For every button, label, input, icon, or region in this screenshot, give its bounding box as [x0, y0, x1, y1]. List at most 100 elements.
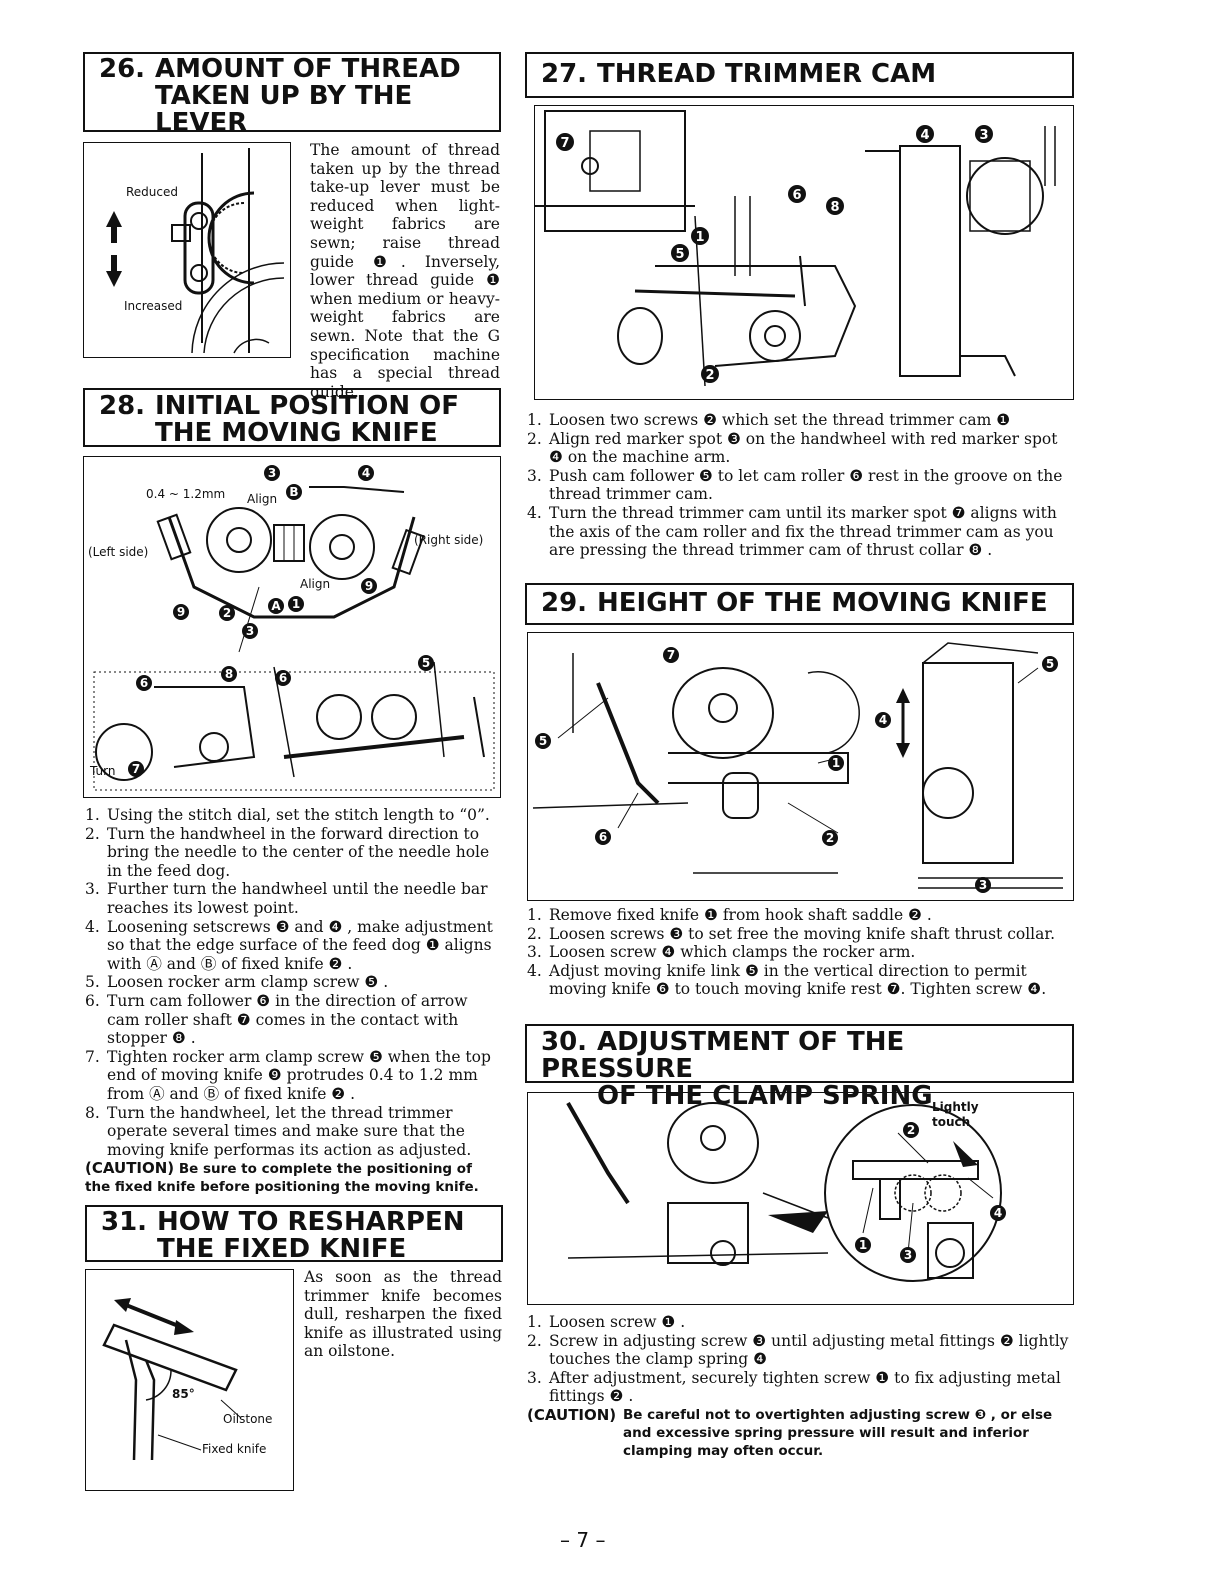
- section-number: 27.: [541, 59, 588, 89]
- step-item: 7.Tighten rocker arm clamp screw ❺ when …: [85, 1047, 491, 1103]
- thread-guide-figure: Reduced Increased: [83, 142, 291, 358]
- section-30-steps: 1.Loosen screw ❶ . 2.Screw in adjusting …: [527, 1313, 1072, 1460]
- caution-text: Be sure to complete the positioning of t…: [85, 1161, 479, 1196]
- section-number: 30.: [541, 1027, 588, 1057]
- svg-text:1: 1: [292, 597, 300, 611]
- thread-trimmer-cam-illustration: 7 4 3 6 8 1 5 2: [535, 110, 1056, 387]
- svg-text:1: 1: [832, 756, 840, 770]
- step-item: 1.Loosen screw ❶ .: [527, 1313, 686, 1331]
- section-number: 31.: [101, 1207, 148, 1237]
- left-side-label: (Left side): [88, 545, 149, 559]
- heading-line: THE MOVING KNIFE: [155, 418, 438, 448]
- svg-text:7: 7: [667, 648, 675, 662]
- svg-text:3: 3: [268, 466, 276, 480]
- moving-knife-height-figure: 7 5 4 5 1 6 2 3: [527, 632, 1074, 901]
- resharpen-figure: 85° Oilstone Fixed knife: [85, 1269, 294, 1491]
- section-26-body: The amount of thread taken up by the thr…: [310, 141, 500, 401]
- section-number: 29.: [541, 588, 588, 618]
- caution-text: Be careful not to overtighten adjusting …: [623, 1406, 1053, 1459]
- page-number: – 7 –: [560, 1528, 606, 1552]
- turn-label: Turn: [90, 764, 116, 778]
- svg-text:8: 8: [830, 200, 839, 215]
- svg-text:4: 4: [879, 713, 887, 727]
- heading-line: OF THE CLAMP SPRING: [597, 1081, 933, 1111]
- section-28-heading: 28. INITIAL POSITION OF THE MOVING KNIFE: [83, 388, 501, 447]
- step-item: 3.Loosen screw ❹ which clamps the rocker…: [527, 943, 916, 962]
- svg-text:5: 5: [1046, 657, 1054, 671]
- section-27-heading: 27. THREAD TRIMMER CAM: [525, 52, 1074, 98]
- svg-text:5: 5: [675, 247, 684, 262]
- section-number: 28.: [99, 391, 146, 421]
- range-label: 0.4 ~ 1.2mm: [146, 487, 226, 501]
- svg-text:2: 2: [705, 368, 714, 383]
- moving-knife-height-illustration: 7 5 4 5 1 6 2 3: [532, 642, 1063, 893]
- heading-line: THE FIXED KNIFE: [157, 1234, 407, 1264]
- heading-line: HOW TO RESHARPEN: [157, 1207, 465, 1237]
- section-31-body: As soon as the thread trimmer knife beco…: [304, 1268, 502, 1361]
- align-label: Align: [300, 577, 331, 591]
- step-item: 2.Screw in adjusting screw ❸ until adjus…: [527, 1331, 1069, 1369]
- heading-line: TAKEN UP BY THE: [155, 81, 413, 111]
- step-item: 1.Loosen two screws ❷ which set the thre…: [527, 411, 1011, 429]
- fixed-knife-label: Fixed knife: [202, 1442, 267, 1456]
- svg-text:6: 6: [279, 671, 287, 685]
- step-item: 4.Adjust moving knife link ❺ in the vert…: [527, 961, 1047, 999]
- svg-text:4: 4: [362, 466, 370, 480]
- heading-line: THREAD TRIMMER CAM: [597, 59, 937, 89]
- svg-text:7: 7: [132, 762, 140, 776]
- caution-label: (CAUTION): [85, 1159, 175, 1178]
- moving-knife-position-illustration: 3 4 B 9 9 2 A 1 3 8 6 6 5 7: [93, 465, 495, 791]
- svg-text:1: 1: [695, 230, 704, 245]
- clamp-spring-illustration: 2 4 1 3: [566, 1102, 1006, 1282]
- increased-label: Increased: [124, 299, 183, 313]
- step-item: 4.Loosening setscrews ❸ and ❹ , make adj…: [85, 917, 493, 973]
- svg-text:5: 5: [422, 656, 430, 670]
- align-label: Align: [247, 492, 278, 506]
- svg-text:3: 3: [246, 624, 254, 638]
- svg-text:7: 7: [560, 136, 569, 151]
- step-item: 2.Loosen screws ❸ to set free the moving…: [527, 924, 1056, 943]
- section-29-heading: 29. HEIGHT OF THE MOVING KNIFE: [525, 583, 1074, 625]
- svg-text:3: 3: [979, 128, 988, 143]
- reduced-label: Reduced: [126, 185, 179, 199]
- section-29-steps: 1.Remove fixed knife ❶ from hook shaft s…: [527, 906, 1072, 999]
- caution-note: (CAUTION) Be careful not to overtighten …: [527, 1406, 1072, 1460]
- thread-guide-illustration: [106, 148, 285, 354]
- svg-text:9: 9: [365, 579, 373, 593]
- svg-text:3: 3: [904, 1248, 912, 1262]
- clamp-spring-figure: 2 4 1 3 Lightly touch: [527, 1092, 1074, 1305]
- step-item: 1.Using the stitch dial, set the stitch …: [85, 806, 490, 824]
- caution-label: (CAUTION): [527, 1405, 617, 1424]
- step-item: 2.Turn the handwheel in the forward dire…: [85, 824, 490, 880]
- svg-text:2: 2: [223, 606, 231, 620]
- section-30-heading: 30.ADJUSTMENT OF THE PRESSURE OF THE CLA…: [525, 1024, 1074, 1110]
- svg-text:5: 5: [539, 734, 547, 748]
- svg-text:2: 2: [907, 1123, 915, 1137]
- svg-text:6: 6: [599, 830, 607, 844]
- heading-line: HEIGHT OF THE MOVING KNIFE: [597, 588, 1048, 618]
- step-item: 5.Loosen rocker arm clamp screw ❺ .: [85, 973, 389, 992]
- heading-line: ADJUSTMENT OF THE PRESSURE: [541, 1027, 905, 1084]
- lightly-label: Lightly: [932, 1100, 979, 1114]
- svg-text:1: 1: [859, 1238, 867, 1252]
- thread-trimmer-cam-figure: 7 4 3 6 8 1 5 2: [534, 105, 1074, 400]
- step-item: 8.Turn the handwheel, let the thread tri…: [85, 1103, 472, 1159]
- section-27-steps: 1.Loosen two screws ❷ which set the thre…: [527, 411, 1072, 560]
- touch-label: touch: [932, 1115, 971, 1129]
- step-item: 3.Further turn the handwheel until the n…: [85, 880, 488, 917]
- svg-text:6: 6: [140, 676, 148, 690]
- step-item: 6.Turn cam follower ❻ in the direction o…: [85, 991, 468, 1048]
- section-28-steps: 1.Using the stitch dial, set the stitch …: [85, 806, 495, 1196]
- svg-text:8: 8: [225, 667, 233, 681]
- resharpen-illustration: [102, 1298, 242, 1461]
- heading-line: LEVER: [155, 108, 248, 138]
- step-item: 4.Turn the thread trimmer cam until its …: [527, 503, 1057, 560]
- svg-text:4: 4: [994, 1206, 1002, 1220]
- moving-knife-position-figure: 3 4 B 9 9 2 A 1 3 8 6 6 5 7 0.4 ~ 1.2mm …: [83, 456, 501, 798]
- section-26-heading: 26.AMOUNT OF THREAD TAKEN UP BY THE LEVE…: [83, 52, 501, 137]
- heading-line: AMOUNT OF THREAD: [155, 54, 461, 84]
- svg-text:B: B: [289, 485, 298, 499]
- heading-line: INITIAL POSITION OF: [155, 391, 460, 421]
- svg-text:2: 2: [826, 831, 834, 845]
- step-item: 3.Push cam follower ❺ to let cam roller …: [527, 466, 1063, 504]
